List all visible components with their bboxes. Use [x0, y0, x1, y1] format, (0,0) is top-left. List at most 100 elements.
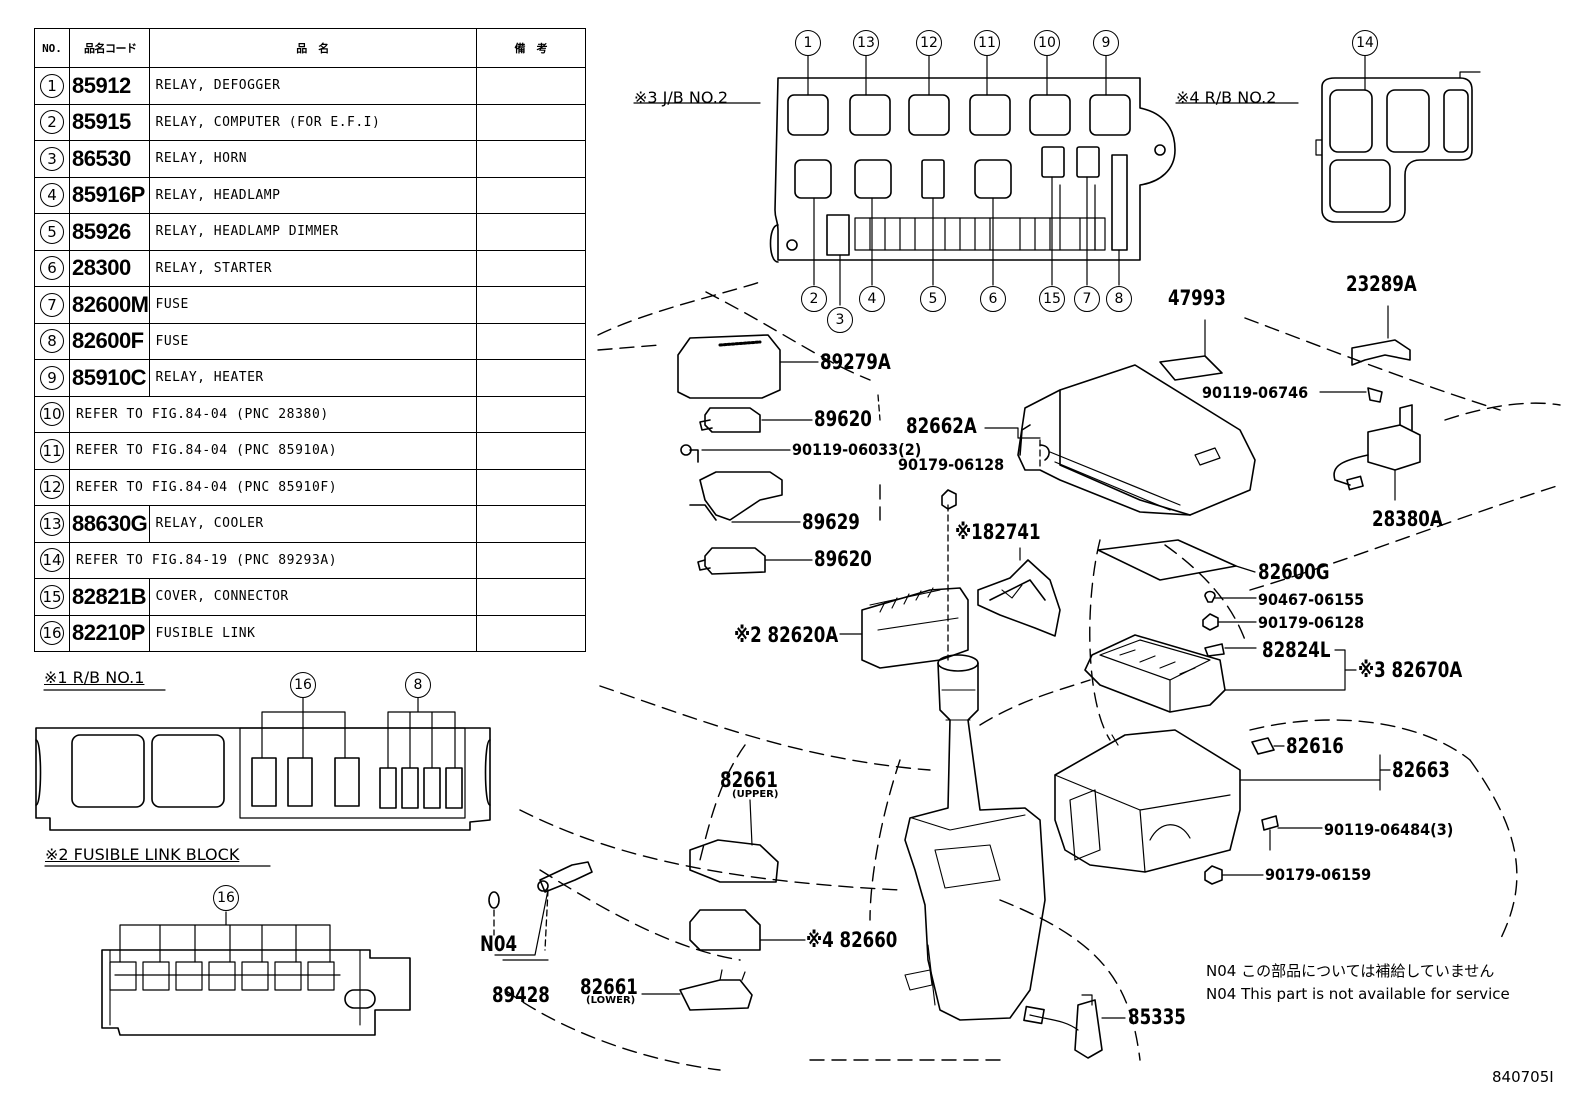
part-89620-lower: [697, 547, 813, 575]
part-code: 82600F: [69, 322, 150, 360]
row-number: 13: [34, 505, 70, 543]
nut-90179-06159: [1204, 865, 1264, 885]
row-number: 1: [34, 67, 70, 105]
remarks-cell: [476, 468, 586, 506]
bolt-90119-06033: [680, 444, 791, 463]
nut-90179-06128-left: [941, 489, 957, 510]
engine-bay-outline: [504, 281, 1561, 1071]
part-82741: [977, 547, 1061, 637]
label-90119-06746: 90119-06746: [1202, 383, 1309, 402]
part-82660: [689, 909, 806, 951]
part-name: FUSIBLE LINK: [148, 614, 478, 652]
label-82620A: ※2 82620A: [734, 623, 839, 647]
remarks-cell: [476, 213, 586, 251]
part-name: RELAY, COMPUTER (FOR E.F.I): [148, 103, 478, 141]
part-89279A-cover: [677, 334, 819, 399]
callout-10: 10: [1034, 30, 1060, 56]
label-90179-06159: 90179-06159: [1265, 865, 1372, 884]
label-28380A: 28380A: [1372, 507, 1443, 531]
callout-14: 14: [1352, 30, 1378, 56]
label-90467-06155: 90467-06155: [1258, 590, 1365, 609]
label-90179-06128-right: 90179-06128: [1258, 613, 1365, 632]
row-number-circle: 3: [40, 146, 64, 171]
row-number-circle: 5: [40, 219, 64, 244]
note-japanese: N04 この部品については補給していません: [1206, 962, 1495, 980]
relay-block-1: [35, 689, 491, 831]
table-header-row: NO. 品名コード 品 名 備 考: [34, 28, 586, 68]
callout-11: 11: [974, 30, 1000, 56]
remarks-cell: [476, 614, 586, 652]
row-number-circle: 9: [40, 365, 64, 390]
label-82741: ※182741: [955, 520, 1041, 544]
row-number-circle: 13: [40, 511, 64, 536]
callout-6: 6: [980, 286, 1006, 312]
label-82663: 82663: [1392, 758, 1450, 782]
part-89629-bracket: [689, 471, 801, 523]
label-89620-upper: 89620: [814, 407, 872, 431]
label-N04: N04: [480, 932, 518, 956]
part-82620A: [839, 587, 969, 669]
header-remarks: 備 考: [476, 28, 586, 68]
figure-id: 840705I: [1492, 1068, 1554, 1086]
label-82600G: 82600G: [1258, 560, 1330, 584]
label-90119-06484: 90119-06484(3): [1324, 820, 1454, 839]
part-name: RELAY, STARTER: [148, 249, 478, 287]
row-number-circle: 11: [40, 438, 64, 463]
part-82661-upper: [689, 799, 779, 883]
callout-12: 12: [916, 30, 942, 56]
row-number: 16: [34, 614, 70, 652]
part-82600G: [1097, 539, 1256, 581]
part-name: RELAY, DEFOGGER: [148, 67, 478, 105]
part-reference: REFER TO FIG.84-19 (PNC 89293A): [69, 541, 477, 579]
row-number-circle: 2: [40, 110, 64, 135]
label-82661-lower-sub: (LOWER): [586, 995, 636, 1006]
part-code: 85916P: [69, 176, 150, 214]
callout-8-rb1: 8: [405, 672, 431, 698]
leader-dashes: [493, 394, 1041, 951]
small-fasteners: [1202, 590, 1257, 657]
part-name: RELAY, HORN: [148, 140, 478, 178]
callout-15: 15: [1039, 286, 1065, 312]
title-rb-no2: ※4 R/B NO.2: [1176, 88, 1277, 107]
label-47993: [1159, 319, 1223, 381]
label-90179-06128-left: 90179-06128: [898, 455, 1005, 474]
label-82661-upper-sub: (UPPER): [732, 789, 779, 800]
callout-16-rb1: 16: [290, 672, 316, 698]
part-code: 85926: [69, 213, 150, 251]
row-number-circle: 8: [40, 329, 64, 354]
part-code: 28300: [69, 249, 150, 287]
row-number: 6: [34, 249, 70, 287]
part-N04-oring: [488, 891, 549, 961]
callout-3: 3: [827, 307, 853, 333]
part-code: 86530: [69, 140, 150, 178]
callout-1: 1: [795, 30, 821, 56]
part-82662A-cover: [984, 364, 1256, 516]
callout-9: 9: [1093, 30, 1119, 56]
row-number-circle: 1: [40, 73, 64, 98]
row-number: 4: [34, 176, 70, 214]
part-reference: REFER TO FIG.84-04 (PNC 28380): [69, 395, 477, 433]
label-82661-lower: 82661: [580, 975, 638, 999]
title-fusible-link-block: ※2 FUSIBLE LINK BLOCK: [45, 845, 240, 864]
part-89428-sensor: [494, 861, 593, 956]
part-82663-box: [1054, 729, 1391, 873]
row-number-circle: 4: [40, 183, 64, 208]
row-number: 10: [34, 395, 70, 433]
title-rb-no1: ※1 R/B NO.1: [44, 668, 145, 687]
junction-block-2: [633, 53, 1176, 306]
row-number-circle: 15: [40, 584, 64, 609]
part-name: RELAY, HEADLAMP: [148, 176, 478, 214]
remarks-cell: [476, 541, 586, 579]
